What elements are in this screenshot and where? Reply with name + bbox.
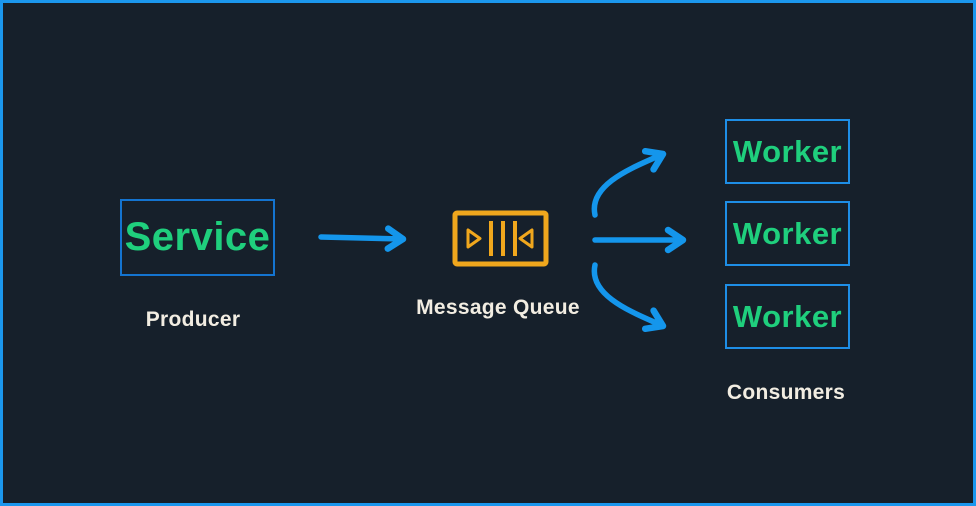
worker-node-1: Worker <box>725 119 850 184</box>
producer-caption: Producer <box>145 308 241 331</box>
message-queue-icon <box>452 210 549 267</box>
worker-node-label: Worker <box>732 133 843 169</box>
worker-node-label: Worker <box>732 298 843 334</box>
worker-node-2: Worker <box>725 201 850 266</box>
consumers-caption: Consumers <box>726 381 846 404</box>
service-node: Service <box>120 199 275 276</box>
worker-node-3: Worker <box>725 284 850 349</box>
arrows-and-icons-layer <box>318 147 687 333</box>
queue-to-worker1-arrow <box>591 147 667 218</box>
service-node-label: Service <box>124 215 271 259</box>
producer-to-queue-arrow <box>318 225 407 252</box>
message-queue-caption: Message Queue <box>416 296 580 319</box>
queue-to-worker3-arrow <box>591 262 667 333</box>
worker-node-label: Worker <box>732 215 843 251</box>
